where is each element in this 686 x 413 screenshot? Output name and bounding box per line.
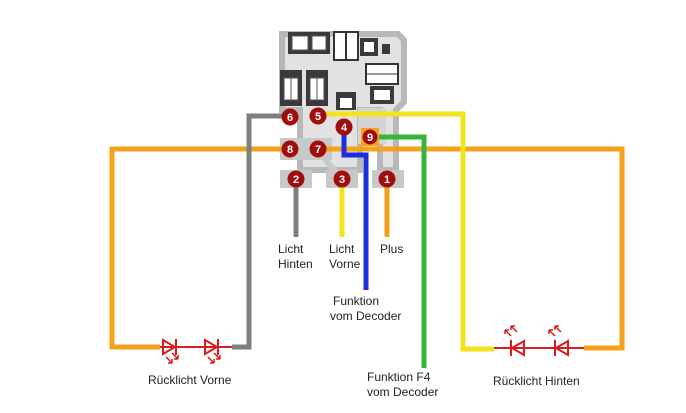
solder-pad-5: 5 [309, 107, 327, 125]
decoder-board [279, 31, 407, 188]
label-licht-hinten-line1: Licht [278, 242, 304, 256]
svg-text:8: 8 [287, 144, 293, 156]
led-pair-hinten [494, 325, 584, 357]
solder-pad-2: 2 [287, 170, 305, 188]
wire-orange-left [109, 146, 290, 350]
label-licht-vorne-line1: Licht [329, 242, 355, 256]
svg-text:3: 3 [339, 174, 345, 186]
label-ruecklicht-vorne: Rücklicht Vorne [148, 373, 232, 387]
svg-text:1: 1 [384, 174, 390, 186]
label-funktion-f4-line1: Funktion F4 [367, 370, 431, 384]
label-funktion-f4-line2: vom Decoder [367, 385, 438, 399]
svg-text:6: 6 [287, 112, 293, 124]
svg-text:7: 7 [315, 144, 321, 156]
label-licht-hinten-line2: Hinten [278, 257, 313, 271]
svg-text:5: 5 [315, 111, 321, 123]
svg-text:9: 9 [367, 132, 373, 144]
svg-text:2: 2 [293, 174, 299, 186]
label-licht-vorne-line2: Vorne [329, 257, 361, 271]
label-funktion-line1: Funktion [333, 294, 379, 308]
wire-green [370, 134, 427, 368]
svg-text:4: 4 [341, 122, 348, 134]
wire-grey-left [232, 113, 290, 350]
solder-pad-1: 1 [378, 170, 396, 188]
wire-blue [341, 127, 369, 290]
led-pair-vorne [160, 338, 232, 364]
solder-pad-7: 7 [309, 140, 327, 158]
solder-pad-3: 3 [333, 170, 351, 188]
solder-pad-9: 9 [361, 128, 379, 146]
solder-pad-6: 6 [281, 108, 299, 126]
label-plus: Plus [380, 242, 403, 256]
solder-pad-4: 4 [335, 118, 353, 136]
label-ruecklicht-hinten: Rücklicht Hinten [493, 374, 580, 388]
wire-orange-right [318, 146, 625, 351]
solder-pad-8: 8 [281, 140, 299, 158]
label-funktion-line2: vom Decoder [330, 309, 401, 323]
wire-yellow [318, 111, 494, 352]
